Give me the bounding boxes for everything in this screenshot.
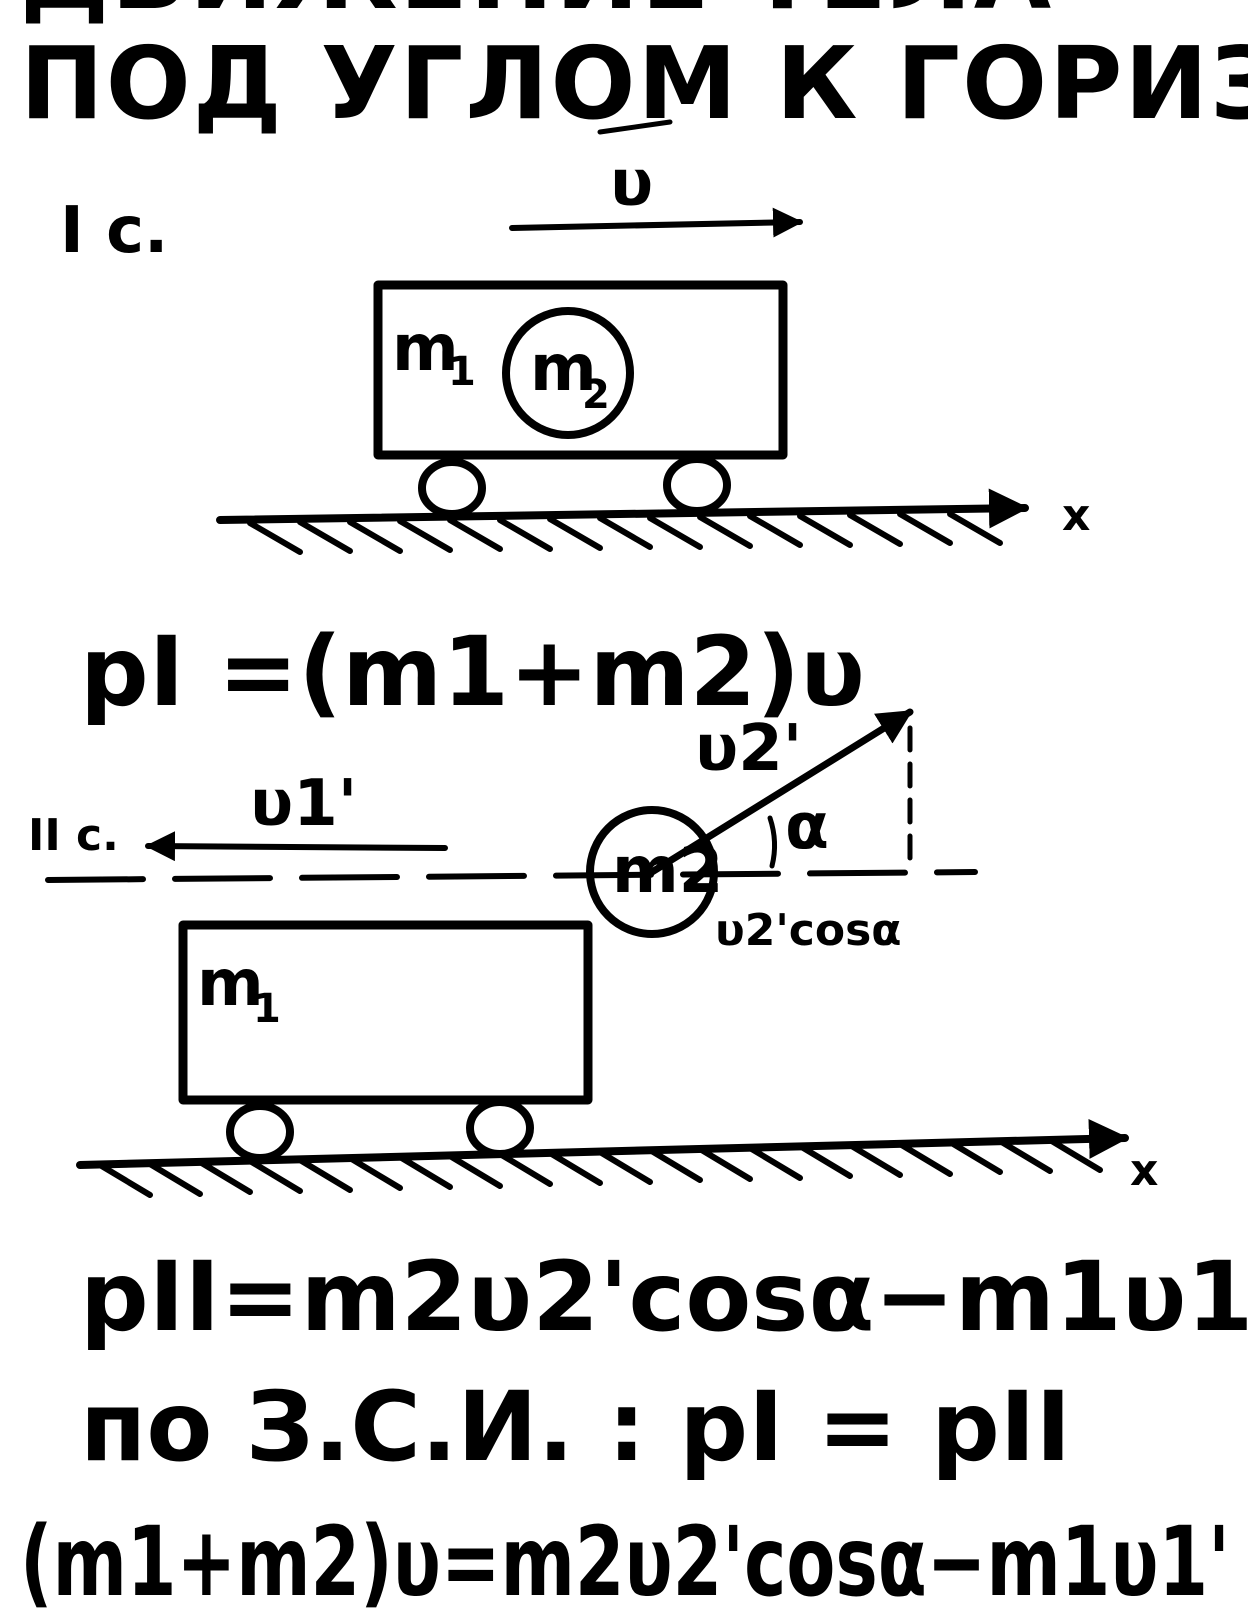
equation-final: (m1+m2)υ=m2υ2'cosα−m1υ1' xyxy=(20,1506,1230,1616)
case1-cart-mass: m xyxy=(392,312,459,386)
case2-ball-velocity-arrow xyxy=(648,708,914,876)
title-line1: ДВИЖЕНИЕ ТЕЛА xyxy=(20,0,1053,32)
case2-projection-label: υ2'cosα xyxy=(715,905,902,956)
case2-ball-velocity-label: υ2' xyxy=(695,712,802,786)
case1-wheel-right xyxy=(663,455,731,515)
case2-ball xyxy=(586,806,718,938)
equation-law: по З.С.И. : pI = pII xyxy=(80,1371,1071,1483)
case1-velocity-label: υ xyxy=(610,147,653,221)
case1-velocity-arrow xyxy=(509,119,803,238)
case2-cart-body xyxy=(178,920,593,1105)
title-line2: ПОД УГЛОМ К ГОРИЗОНТУ xyxy=(20,25,1248,142)
case1-wheel-left xyxy=(418,458,486,518)
case1-ground xyxy=(216,488,1029,555)
equation-p2: pII=m2υ2'cosα−m1υ1' xyxy=(80,1241,1248,1353)
case1-ball-mass: m xyxy=(530,332,597,406)
case2-cart-velocity-label: υ1' xyxy=(250,767,357,841)
case1-cart-body xyxy=(373,280,788,460)
case2-ground xyxy=(76,1118,1129,1198)
case2-axis-label: x xyxy=(1130,1145,1158,1196)
case2-wheel-left xyxy=(226,1102,294,1162)
case1-label: I с. xyxy=(60,194,168,268)
case1-ball xyxy=(502,307,634,439)
case2-ball-mass: m2 xyxy=(612,834,723,908)
case2-label: II с. xyxy=(28,810,119,861)
case1-axis-label: x xyxy=(1062,490,1090,541)
case2-cart-velocity-arrow xyxy=(145,831,448,862)
case2-angle-arc xyxy=(767,815,778,869)
case2-cart-mass-sub: 1 xyxy=(253,986,281,1032)
case2-cart-mass: m xyxy=(197,947,264,1021)
case1-cart-mass-sub: 1 xyxy=(448,349,476,395)
case2-wheel-right xyxy=(466,1098,534,1158)
case2-reference-line xyxy=(45,869,978,883)
equation-p1: pI =(m1+m2)υ xyxy=(80,616,865,728)
case2-angle-label: α xyxy=(785,790,829,864)
case1-ball-mass-sub: 2 xyxy=(582,372,610,418)
